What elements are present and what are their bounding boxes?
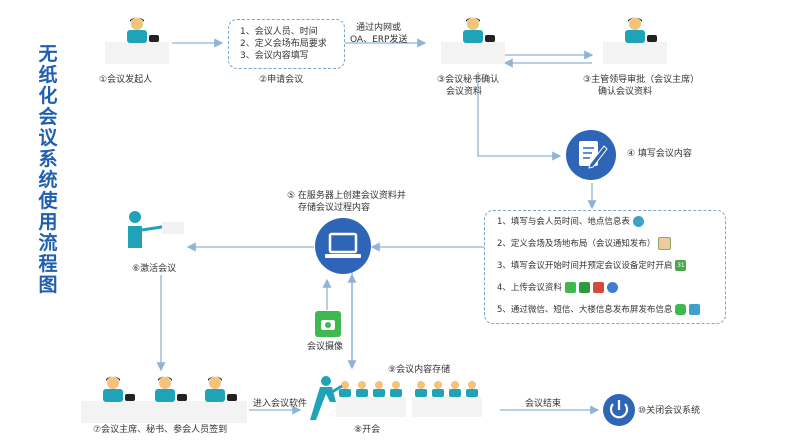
step10-label: ⑩关闭会议系统 — [638, 406, 701, 416]
attendee-icon — [390, 381, 402, 397]
vertical-title: 无纸化会议系统使用流程图 — [38, 44, 58, 296]
title-char: 化 — [38, 85, 58, 107]
via-text-1: 通过内网或 — [356, 23, 402, 33]
attendee-icon — [415, 381, 427, 397]
step4-detail-box: 1、填写与会人员时间、地点信息表 2、定义会场及场地布局（会议通知发布） 3、填… — [484, 210, 726, 324]
settings-icon — [606, 282, 618, 293]
title-char: 程 — [38, 253, 58, 275]
attendee-icon — [356, 381, 368, 397]
seated-person-icon — [81, 376, 145, 423]
title-char: 统 — [38, 169, 58, 191]
title-char: 使 — [38, 190, 58, 212]
step6-label: ⑥激活会议 — [132, 264, 177, 274]
title-char: 纸 — [38, 64, 58, 86]
seated-person-icon — [603, 17, 667, 64]
attendee-icon — [339, 381, 351, 397]
walking-person-icon — [310, 376, 343, 420]
calendar-icon: 31 — [675, 260, 687, 271]
attendee-icon — [432, 381, 444, 397]
title-char: 系 — [38, 148, 58, 170]
meeting-table — [412, 397, 482, 417]
attendee-icon — [466, 381, 478, 397]
arrow-3-4 — [477, 72, 562, 161]
presenter-icon — [128, 211, 184, 248]
step5-label-2: 存储会议过程内容 — [298, 203, 371, 213]
laptop-server-icon — [315, 218, 371, 274]
step2-item-2: 2、定义会场布局要求 — [240, 39, 327, 49]
seated-person-icon — [105, 17, 169, 64]
step3b-label-2: 确认会议资料 — [598, 87, 653, 97]
detail-item-5: 5、通过微信、短信、大楼信息发布屏发布信息 — [497, 299, 725, 321]
power-icon — [603, 394, 635, 426]
title-char: 用 — [38, 211, 58, 233]
step3-label-1: ③会议秘书确认 — [437, 75, 500, 85]
step2-label: ②申请会议 — [259, 75, 304, 85]
seated-person-icon — [133, 376, 197, 423]
people-icon — [632, 216, 644, 227]
attendee-icon — [449, 381, 461, 397]
doc-icon — [564, 282, 576, 293]
meeting-table — [336, 397, 406, 417]
step1-label: ①会议发起人 — [99, 75, 153, 85]
title-char: 会 — [38, 106, 58, 128]
camera-icon — [315, 311, 341, 337]
title-char: 流 — [38, 232, 58, 254]
step2-item-1: 1、会议人员、时间 — [240, 27, 318, 37]
via-text-2: OA、ERP发送 — [350, 35, 408, 45]
step5-label-1: ⑤ 在服务器上创建会议资料并 — [287, 191, 406, 201]
enter-software-label: 进入会议软件 — [253, 399, 308, 409]
detail-item-1: 1、填写与会人员时间、地点信息表 — [497, 211, 725, 233]
detail-item-4: 4、上传会议资料 — [497, 277, 725, 299]
mail-icon — [689, 304, 701, 315]
step9-label: ⑨会议内容存储 — [388, 365, 451, 375]
edit-document-icon — [566, 130, 616, 180]
detail-item-2: 2、定义会场及场地布局（会议通知发布） — [497, 233, 725, 255]
title-char: 议 — [38, 127, 58, 149]
camera-label: 会议摄像 — [307, 342, 344, 352]
seated-person-icon — [441, 17, 505, 64]
seated-person-icon — [183, 376, 247, 423]
sheet-icon — [578, 282, 590, 293]
notice-board-icon — [658, 237, 672, 250]
ppt-icon — [592, 282, 604, 293]
step2-item-3: 3、会议内容填写 — [240, 51, 309, 61]
wechat-icon — [675, 304, 687, 315]
meeting-end-label: 会议结束 — [525, 399, 562, 409]
step2-requirements-box: 1、会议人员、时间 2、定义会场布局要求 3、会议内容填写 — [228, 19, 345, 69]
title-char: 图 — [38, 274, 58, 296]
step8-label: ⑧开会 — [354, 425, 381, 435]
step4-label: ④ 填写会议内容 — [627, 149, 692, 159]
attendee-icon — [373, 381, 385, 397]
step7-label: ⑦会议主席、秘书、参会人员签到 — [93, 425, 228, 435]
title-char: 无 — [38, 43, 58, 65]
step3b-label-1: ③主管领导审批（会议主席） — [583, 75, 700, 85]
step3-label-2: 会议资料 — [446, 87, 483, 97]
